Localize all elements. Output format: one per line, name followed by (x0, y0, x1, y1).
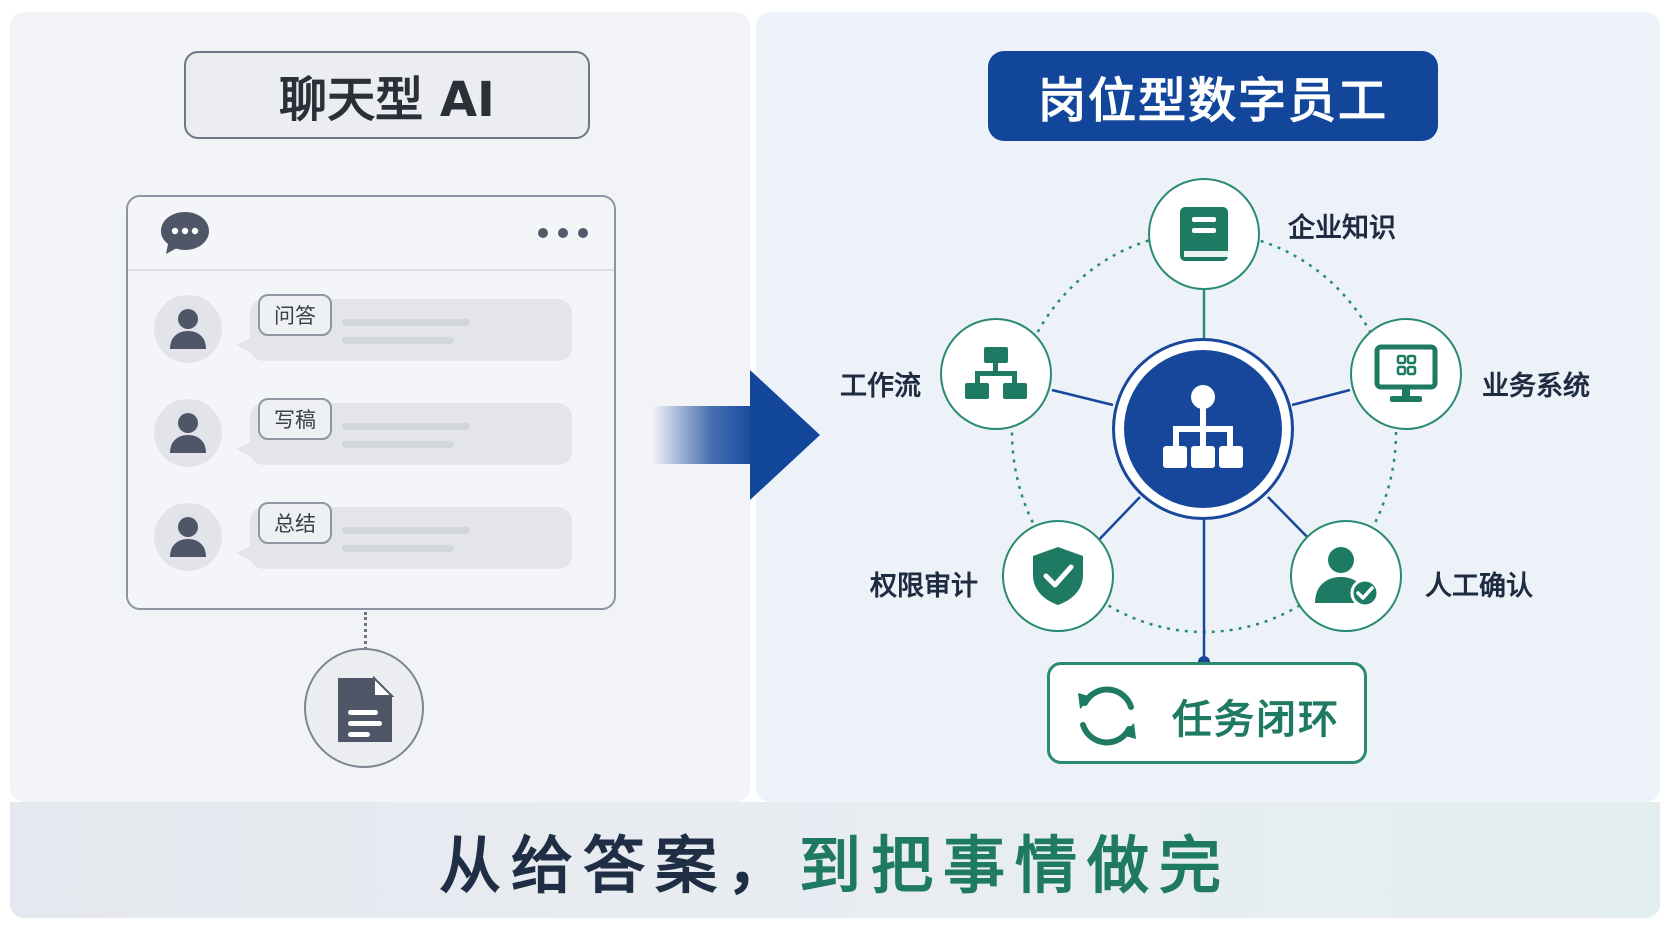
knowledge-node (1148, 178, 1260, 290)
message-bubble: 问答 (236, 294, 572, 361)
user-avatar-icon (154, 503, 222, 571)
hub-circle (1112, 338, 1294, 520)
user-avatar-icon (154, 399, 222, 467)
chat-window-header (128, 197, 614, 271)
book-icon (1180, 207, 1228, 261)
tagline-band: 从给答案，到把事情做完 (10, 802, 1660, 918)
text-placeholder-line (342, 319, 470, 326)
confirm-node (1290, 520, 1402, 632)
text-placeholder-line (342, 545, 454, 552)
text-placeholder-line (342, 527, 470, 534)
task-loop-label: 任务闭环 (1172, 697, 1340, 743)
audit-node (1002, 520, 1114, 632)
tagline-part-answers: 从给答案， (438, 829, 799, 902)
chat-row: 总结 (154, 502, 594, 573)
chat-bubble-icon (161, 212, 209, 254)
workflow-label: 工作流 (840, 371, 921, 402)
shield-check-icon (1033, 547, 1083, 605)
text-placeholder-line (342, 441, 454, 448)
confirm-label: 人工确认 (1425, 571, 1533, 602)
user-avatar-icon (154, 295, 222, 363)
chat-row: 写稿 (154, 398, 594, 469)
systems-node (1350, 318, 1462, 430)
dotted-connector (364, 612, 367, 650)
user-check-icon (1315, 547, 1379, 607)
document-icon (304, 648, 424, 768)
message-bubble: 总结 (236, 502, 572, 569)
monitor-icon (1374, 344, 1438, 402)
org-hierarchy-icon (1124, 350, 1282, 508)
systems-label: 业务系统 (1482, 371, 1590, 402)
flowchart-icon (965, 347, 1027, 399)
workflow-node (940, 318, 1052, 430)
more-options-icon[interactable] (538, 228, 588, 238)
message-tag: 总结 (258, 502, 332, 544)
audit-label: 权限审计 (870, 571, 978, 602)
text-placeholder-line (342, 337, 454, 344)
message-tag: 问答 (258, 294, 332, 336)
refresh-loop-icon (1078, 686, 1136, 746)
chat-ai-title: 聊天型 AI (184, 51, 590, 139)
transition-arrow-icon (652, 370, 820, 500)
digital-employee-title: 岗位型数字员工 (988, 51, 1438, 141)
knowledge-label: 企业知识 (1288, 213, 1396, 244)
text-placeholder-line (342, 423, 470, 430)
tagline-part-done: 到把事情做完 (799, 829, 1232, 902)
chat-row: 问答 (154, 294, 594, 365)
task-loop-box: 任务闭环 (1047, 662, 1367, 764)
tagline: 从给答案，到把事情做完 (439, 815, 1231, 905)
message-tag: 写稿 (258, 398, 332, 440)
chat-window: 问答 写稿 总结 (126, 195, 616, 610)
message-bubble: 写稿 (236, 398, 572, 465)
